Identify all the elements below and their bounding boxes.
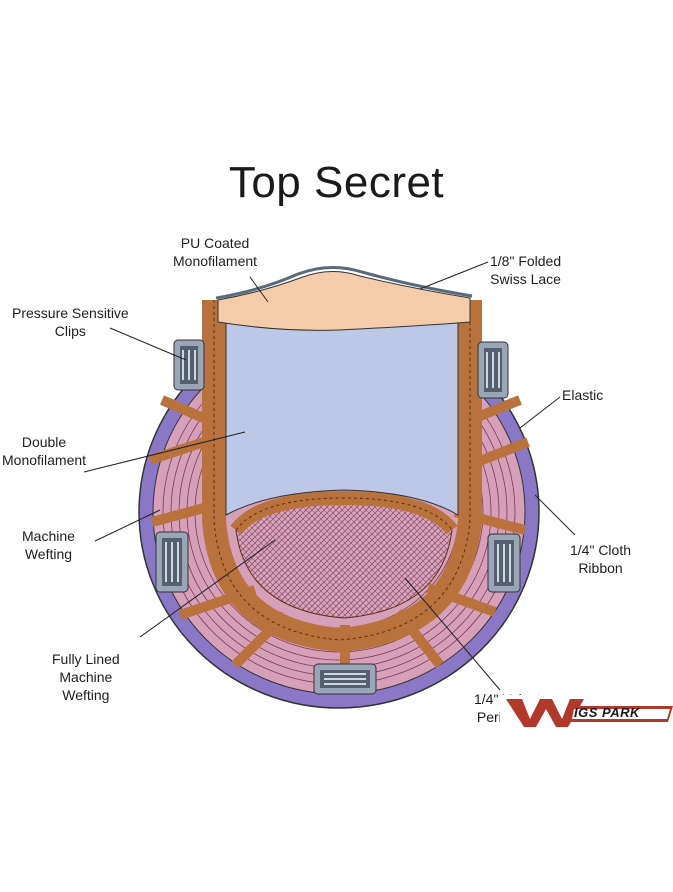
clip-left-bottom xyxy=(155,531,189,593)
leader-lines xyxy=(83,261,576,691)
wigs-park-logo xyxy=(500,695,673,729)
clip-right-bottom xyxy=(487,533,521,593)
clip-left-top xyxy=(173,339,205,391)
frame-strap xyxy=(202,300,482,652)
clip-bottom xyxy=(313,663,377,695)
clip-right-top xyxy=(477,341,509,399)
wigs-park-logo-text: IGS PARK xyxy=(574,705,640,720)
swiss-lace-shape xyxy=(215,265,473,300)
double-monofilament-shape xyxy=(225,319,459,516)
diagram-title: Top Secret xyxy=(228,158,445,207)
pu-coated-shape xyxy=(217,271,471,331)
label-elastic: Elastic xyxy=(562,387,604,403)
